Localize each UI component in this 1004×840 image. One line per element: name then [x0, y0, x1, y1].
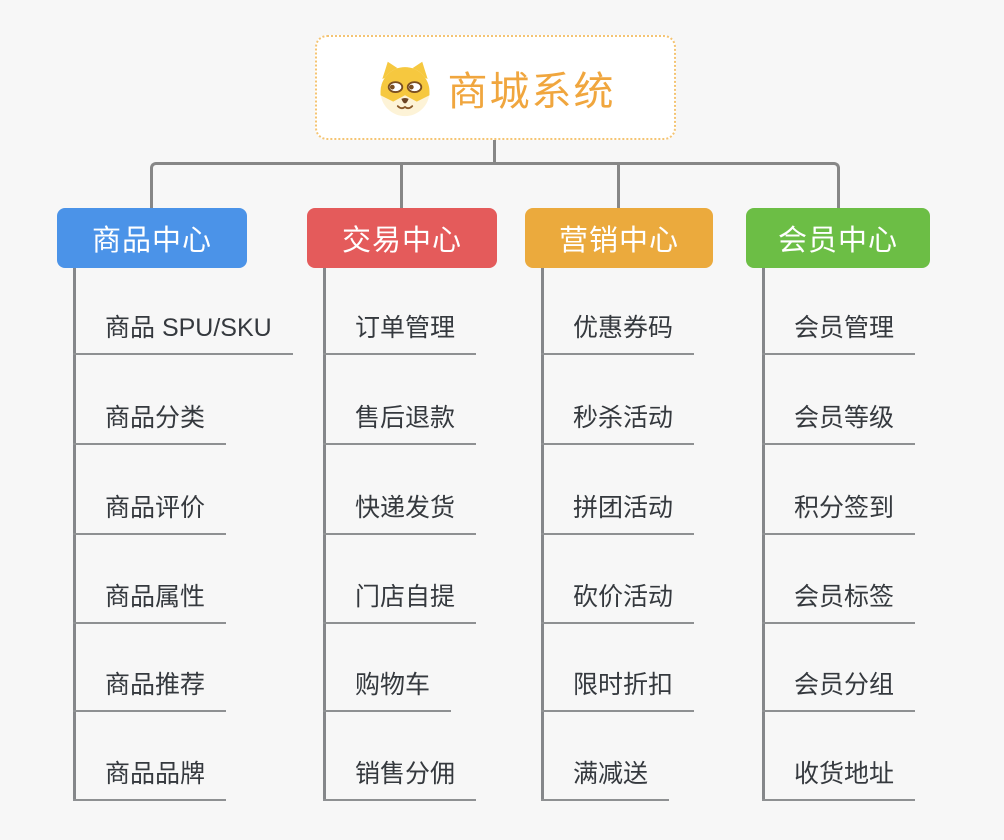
leaf-item[interactable]: 商品 SPU/SKU [73, 309, 293, 355]
leaf-item[interactable]: 销售分佣 [323, 755, 477, 801]
branch-node-member[interactable]: 会员中心 [746, 208, 930, 268]
leaf-item[interactable]: 拼团活动 [541, 489, 695, 535]
branch-node-marketing[interactable]: 营销中心 [525, 208, 713, 268]
connector-bus-right [494, 162, 840, 210]
leaf-item[interactable]: 订单管理 [323, 309, 477, 355]
connector-bus-left [150, 162, 494, 210]
leaf-item[interactable]: 商品属性 [73, 578, 227, 624]
leaf-item[interactable]: 售后退款 [323, 399, 477, 445]
leaf-item[interactable]: 收货地址 [762, 755, 916, 801]
dog-icon [380, 61, 429, 116]
branch-node-trade[interactable]: 交易中心 [307, 208, 497, 268]
leaf-item[interactable]: 商品分类 [73, 399, 227, 445]
connector-drop-marketing [617, 165, 620, 210]
leaf-item[interactable]: 会员标签 [762, 578, 916, 624]
branch-node-product[interactable]: 商品中心 [57, 208, 247, 268]
connector-drop-trade [400, 165, 403, 210]
leaf-item[interactable]: 门店自提 [323, 578, 477, 624]
leaf-item[interactable]: 商品推荐 [73, 666, 227, 712]
connector-root-stub [493, 139, 496, 165]
leaf-item[interactable]: 快递发货 [323, 489, 477, 535]
leaf-item[interactable]: 优惠券码 [541, 309, 695, 355]
leaf-item[interactable]: 满减送 [541, 755, 670, 801]
root-title: 商城系统 [447, 69, 616, 114]
leaf-item[interactable]: 会员等级 [762, 399, 916, 445]
leaf-item[interactable]: 砍价活动 [541, 578, 695, 624]
leaf-item[interactable]: 会员管理 [762, 309, 916, 355]
leaf-item[interactable]: 商品品牌 [73, 755, 227, 801]
leaf-item[interactable]: 积分签到 [762, 489, 916, 535]
leaf-item[interactable]: 购物车 [323, 666, 452, 712]
leaf-item[interactable]: 会员分组 [762, 666, 916, 712]
leaf-item[interactable]: 秒杀活动 [541, 399, 695, 445]
root-node[interactable]: 商城系统 [315, 35, 676, 140]
leaf-item[interactable]: 商品评价 [73, 489, 227, 535]
leaf-item[interactable]: 限时折扣 [541, 666, 695, 712]
